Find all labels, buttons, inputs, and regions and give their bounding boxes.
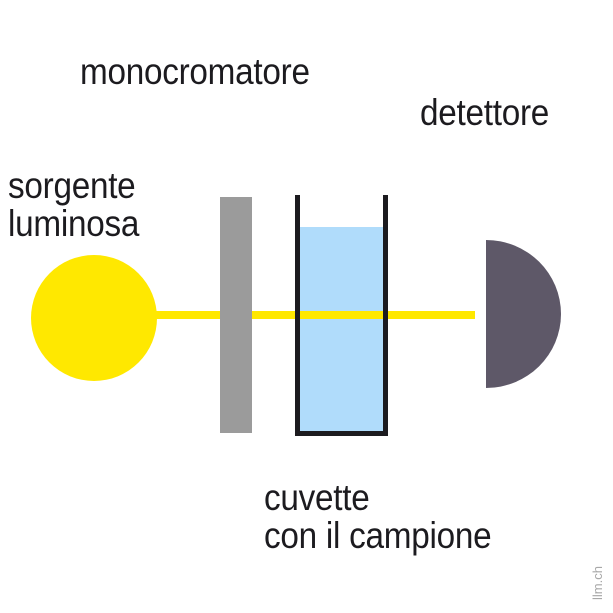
cuvette-label: cuvette con il campione: [264, 477, 492, 556]
cuvette: [295, 195, 388, 436]
credit-text: llm.ch: [590, 566, 605, 600]
light-source-label: sorgente luminosa: [8, 167, 139, 243]
light-beam-segment: [252, 311, 475, 319]
light-source-label-line2: luminosa: [8, 203, 140, 244]
light-source-label-line1: sorgente: [8, 165, 136, 206]
light-source: [31, 255, 157, 381]
detector: [486, 240, 561, 388]
cuvette-label-line1: cuvette: [264, 477, 370, 518]
monochromator: [220, 197, 252, 433]
detector-label: detettore: [420, 92, 550, 133]
monochromator-label: monocromatore: [80, 51, 310, 92]
sample-liquid: [299, 227, 384, 432]
cuvette-label-line2: con il campione: [264, 515, 492, 556]
